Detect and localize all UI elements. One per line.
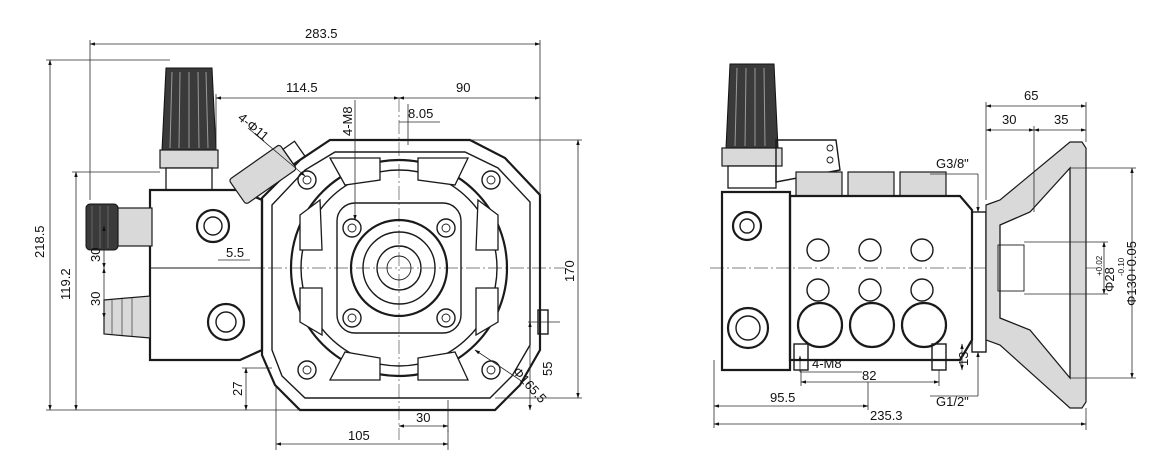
dim-left-span: 114.5 (286, 80, 318, 95)
rib-window-tr (417, 157, 470, 186)
side-adapter-plate (971, 211, 987, 353)
dim-right-span: 90 (456, 80, 470, 95)
shaft-center (386, 255, 412, 281)
dim-bell-dia: Φ130+0.05 (1124, 241, 1139, 306)
rib-window-ll (299, 287, 323, 337)
dim-bolt-holes: 4-Φ11 (235, 110, 272, 144)
boss-thread-holes (342, 218, 456, 328)
dim-base-95: 95.5 (770, 390, 795, 405)
unloader-valve (229, 140, 306, 204)
dim-flange-35: 35 (1054, 112, 1068, 127)
dim-width-105: 105 (348, 428, 370, 443)
dim-height-119: 119.2 (58, 268, 73, 300)
rib-window-rl (475, 287, 499, 337)
shaft-bore-middle (362, 231, 436, 305)
dim-width-30: 30 (416, 410, 430, 425)
side-view: 65 30 35 G3/8" Φ28 +0.02 -0.10 Φ130+0.05… (710, 63, 1139, 430)
dim-flange-30: 30 (1002, 112, 1016, 127)
rib-window-ru (475, 198, 499, 251)
valve-cap-1 (795, 171, 843, 197)
dim-shaft-dia: Φ28 (1102, 267, 1117, 292)
shaft-bore-outer (349, 218, 449, 318)
dim-height-170: 170 (562, 260, 577, 282)
side-lower-plug (726, 306, 770, 350)
side-crankcase (788, 194, 974, 362)
rib-window-br (417, 351, 470, 381)
dim-base-13: 13 (956, 352, 971, 366)
side-bolt-circles (796, 238, 948, 349)
dim-base-82: 82 (862, 368, 876, 383)
valve-cap-3 (899, 171, 947, 197)
dim-thread-top: G3/8" (936, 156, 969, 171)
pump-head (148, 188, 264, 362)
outlet-fitting (85, 203, 153, 251)
flange-circle (289, 158, 509, 378)
shaft-bore-inner (376, 245, 422, 291)
rib-window-bl (328, 351, 381, 381)
valve-cap-2 (847, 171, 895, 197)
dim-offset: 8.05 (408, 106, 433, 121)
side-unloader (775, 139, 841, 183)
side-head-left (720, 190, 792, 372)
front-view: 283.5 114.5 90 8.05 4-Φ11 4-M8 218.5 119… (32, 26, 582, 450)
dim-height-55: 55 (540, 362, 555, 376)
pump-housing-outline (260, 138, 542, 412)
dim-small: 5.5 (226, 245, 244, 260)
dim-base-holes: 4-M8 (812, 356, 842, 371)
dim-port-upper: 30 (88, 248, 103, 262)
flange-inner-circle (300, 169, 498, 367)
regulator-knob (159, 67, 219, 191)
dim-shaft-tol-lower: -0.10 (1117, 257, 1126, 276)
rib-window-lu (299, 198, 323, 251)
upper-plug (195, 208, 231, 244)
dim-shaft-tol-upper: +0.02 (1095, 255, 1104, 276)
dim-thread-bottom: G1/2" (936, 394, 969, 409)
dim-height-27: 27 (230, 382, 245, 396)
inlet-barb (103, 295, 151, 339)
dim-overall-235: 235.3 (870, 408, 903, 423)
lower-plug (206, 302, 246, 342)
central-boss (336, 202, 462, 334)
side-regulator-knob (721, 63, 783, 189)
dim-overall-height: 218.5 (32, 225, 47, 258)
dim-overall-width: 283.5 (305, 26, 338, 41)
dim-flange-65: 65 (1024, 88, 1038, 103)
dim-port-lower: 30 (88, 292, 103, 306)
dim-thread-holes: 4-M8 (340, 106, 355, 136)
